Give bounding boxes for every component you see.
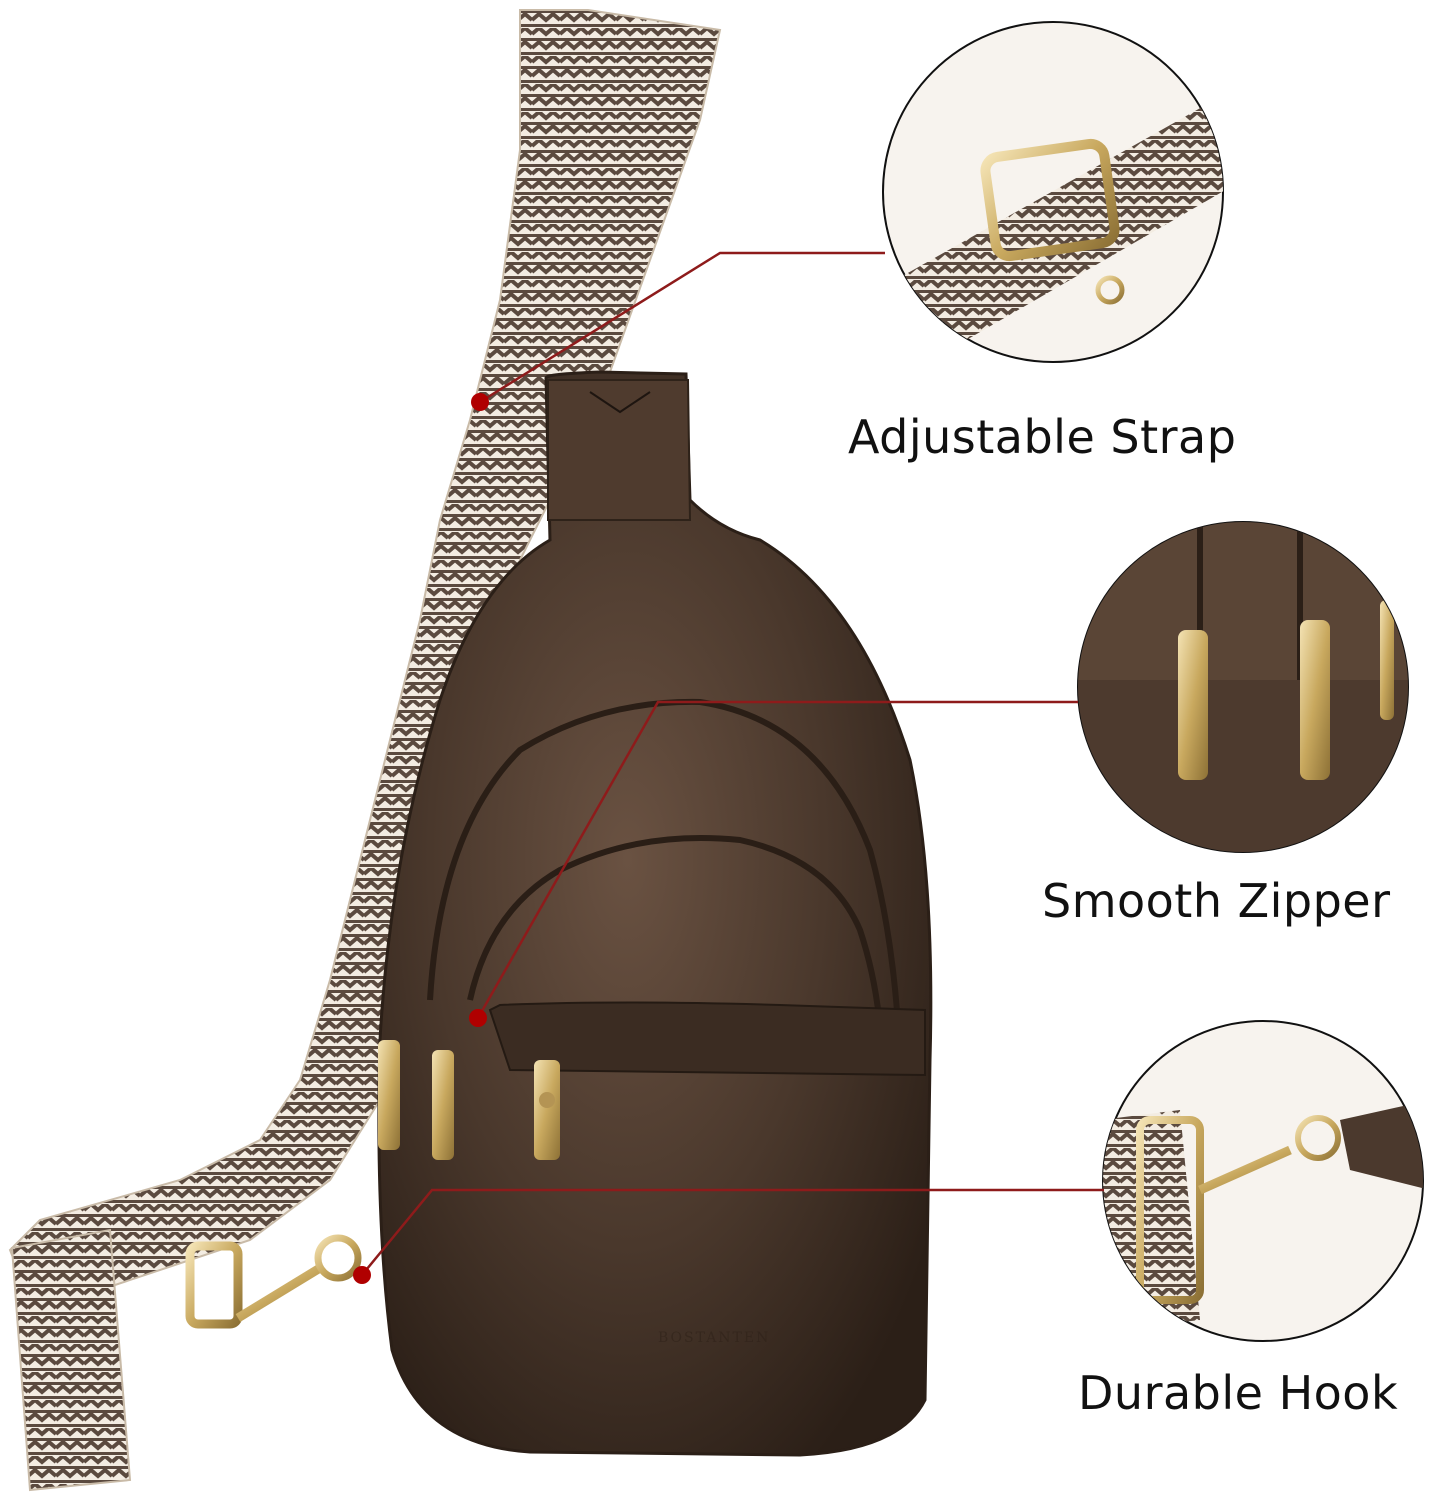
- feature-label-smooth-zipper: Smooth Zipper: [1042, 874, 1391, 928]
- callout-lines: [361, 251, 1104, 1276]
- feature-label-durable-hook: Durable Hook: [1078, 1366, 1399, 1420]
- strap-hook: [185, 1234, 362, 1329]
- callout-zipper-closeup: [1077, 521, 1409, 853]
- callout-hook-closeup: [1102, 1020, 1424, 1342]
- callout-strap-closeup: [882, 21, 1224, 363]
- feature-label-adjustable-strap: Adjustable Strap: [848, 410, 1237, 464]
- sling-bag: [377, 370, 933, 1457]
- callout-dots: [353, 393, 489, 1284]
- brand-imprint: BOSTANTEN: [658, 1330, 771, 1346]
